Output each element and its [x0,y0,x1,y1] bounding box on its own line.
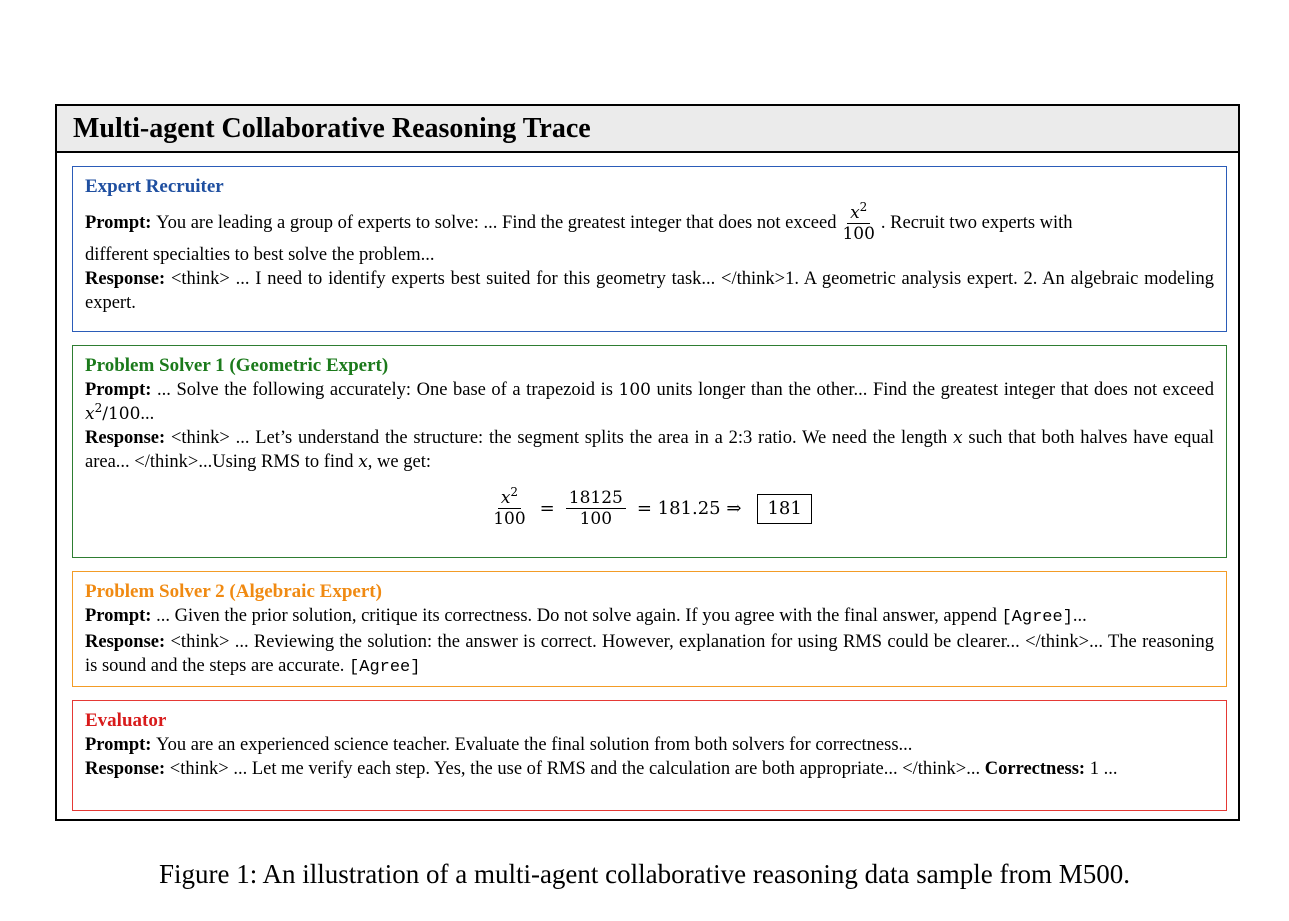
response-label: Response: [85,632,166,652]
trace-title: Multi-agent Collaborative Reasoning Trac… [73,112,591,144]
problem-solver-1-title: Problem Solver 1 (Geometric Expert) [85,355,389,376]
prompt-label: Prompt: [85,735,152,755]
eq-mid-fraction: 18125 100 [565,488,626,529]
recruiter-response-text: <think> ... I need to identify experts b… [85,269,1215,313]
evaluator-response: Response: <think> ... Let me verify each… [85,759,1118,779]
eq-result: = 181.25 ⇒ [636,497,742,519]
recruiter-prompt-post: . Recruit two experts with [880,213,1073,233]
correctness-value: 1 ... [1089,759,1118,779]
prompt-label: Prompt: [85,380,152,400]
boxed-answer: 181 [757,493,812,524]
response-label: Response: [85,428,166,448]
recruiter-prompt: Prompt: You are leading a group of exper… [85,199,1214,244]
fraction-x2-over-100: x2 100 [842,199,875,244]
display-equation: x2 100 = 18125 100 = 181.25 ⇒ 181 [85,485,1214,529]
solver1-response: Response: <think> ... Let’s understand t… [85,428,1215,472]
problem-solver-2-title: Problem Solver 2 (Algebraic Expert) [85,581,382,602]
recruiter-prompt-continued: different specialties to best solve the … [85,245,435,265]
figure-caption: Figure 1: An illustration of a multi-age… [158,859,1131,889]
solver1-prompt: Prompt: ... Solve the following accurate… [85,380,1215,424]
eq-equals: = [539,497,555,519]
evaluator-prompt: Prompt: You are an experienced science t… [85,735,913,755]
math-x2-over-100: x2/100 [85,401,141,424]
solver2-response: Response: <think> ... Reviewing the solu… [85,632,1214,677]
agree-tag: [Agree] [349,658,421,677]
expert-recruiter-box: Expert Recruiter Prompt: You are leading… [72,166,1227,332]
problem-solver-2-box: Problem Solver 2 (Algebraic Expert) Prom… [72,571,1227,687]
evaluator-title: Evaluator [85,710,167,731]
evaluator-box: Evaluator Prompt: You are an experienced… [72,700,1227,811]
prompt-label: Prompt: [85,606,152,626]
problem-solver-1-box: Problem Solver 1 (Geometric Expert) Prom… [72,345,1227,558]
recruiter-prompt-text: You are leading a group of experts to so… [156,213,837,233]
prompt-label: Prompt: [85,213,152,233]
recruiter-response: Response: <think> ... I need to identify… [85,267,1214,315]
agree-tag: [Agree] [1001,608,1073,627]
trace-header: Multi-agent Collaborative Reasoning Trac… [57,106,1238,153]
response-label: Response: [85,269,166,289]
eq-lhs-fraction: x2 100 [493,485,526,529]
correctness-label: Correctness: [984,759,1086,779]
response-label: Response: [85,759,166,779]
solver2-prompt: Prompt: ... Given the prior solution, cr… [85,606,1087,627]
trace-frame: Multi-agent Collaborative Reasoning Trac… [55,104,1240,821]
expert-recruiter-title: Expert Recruiter [85,176,224,197]
